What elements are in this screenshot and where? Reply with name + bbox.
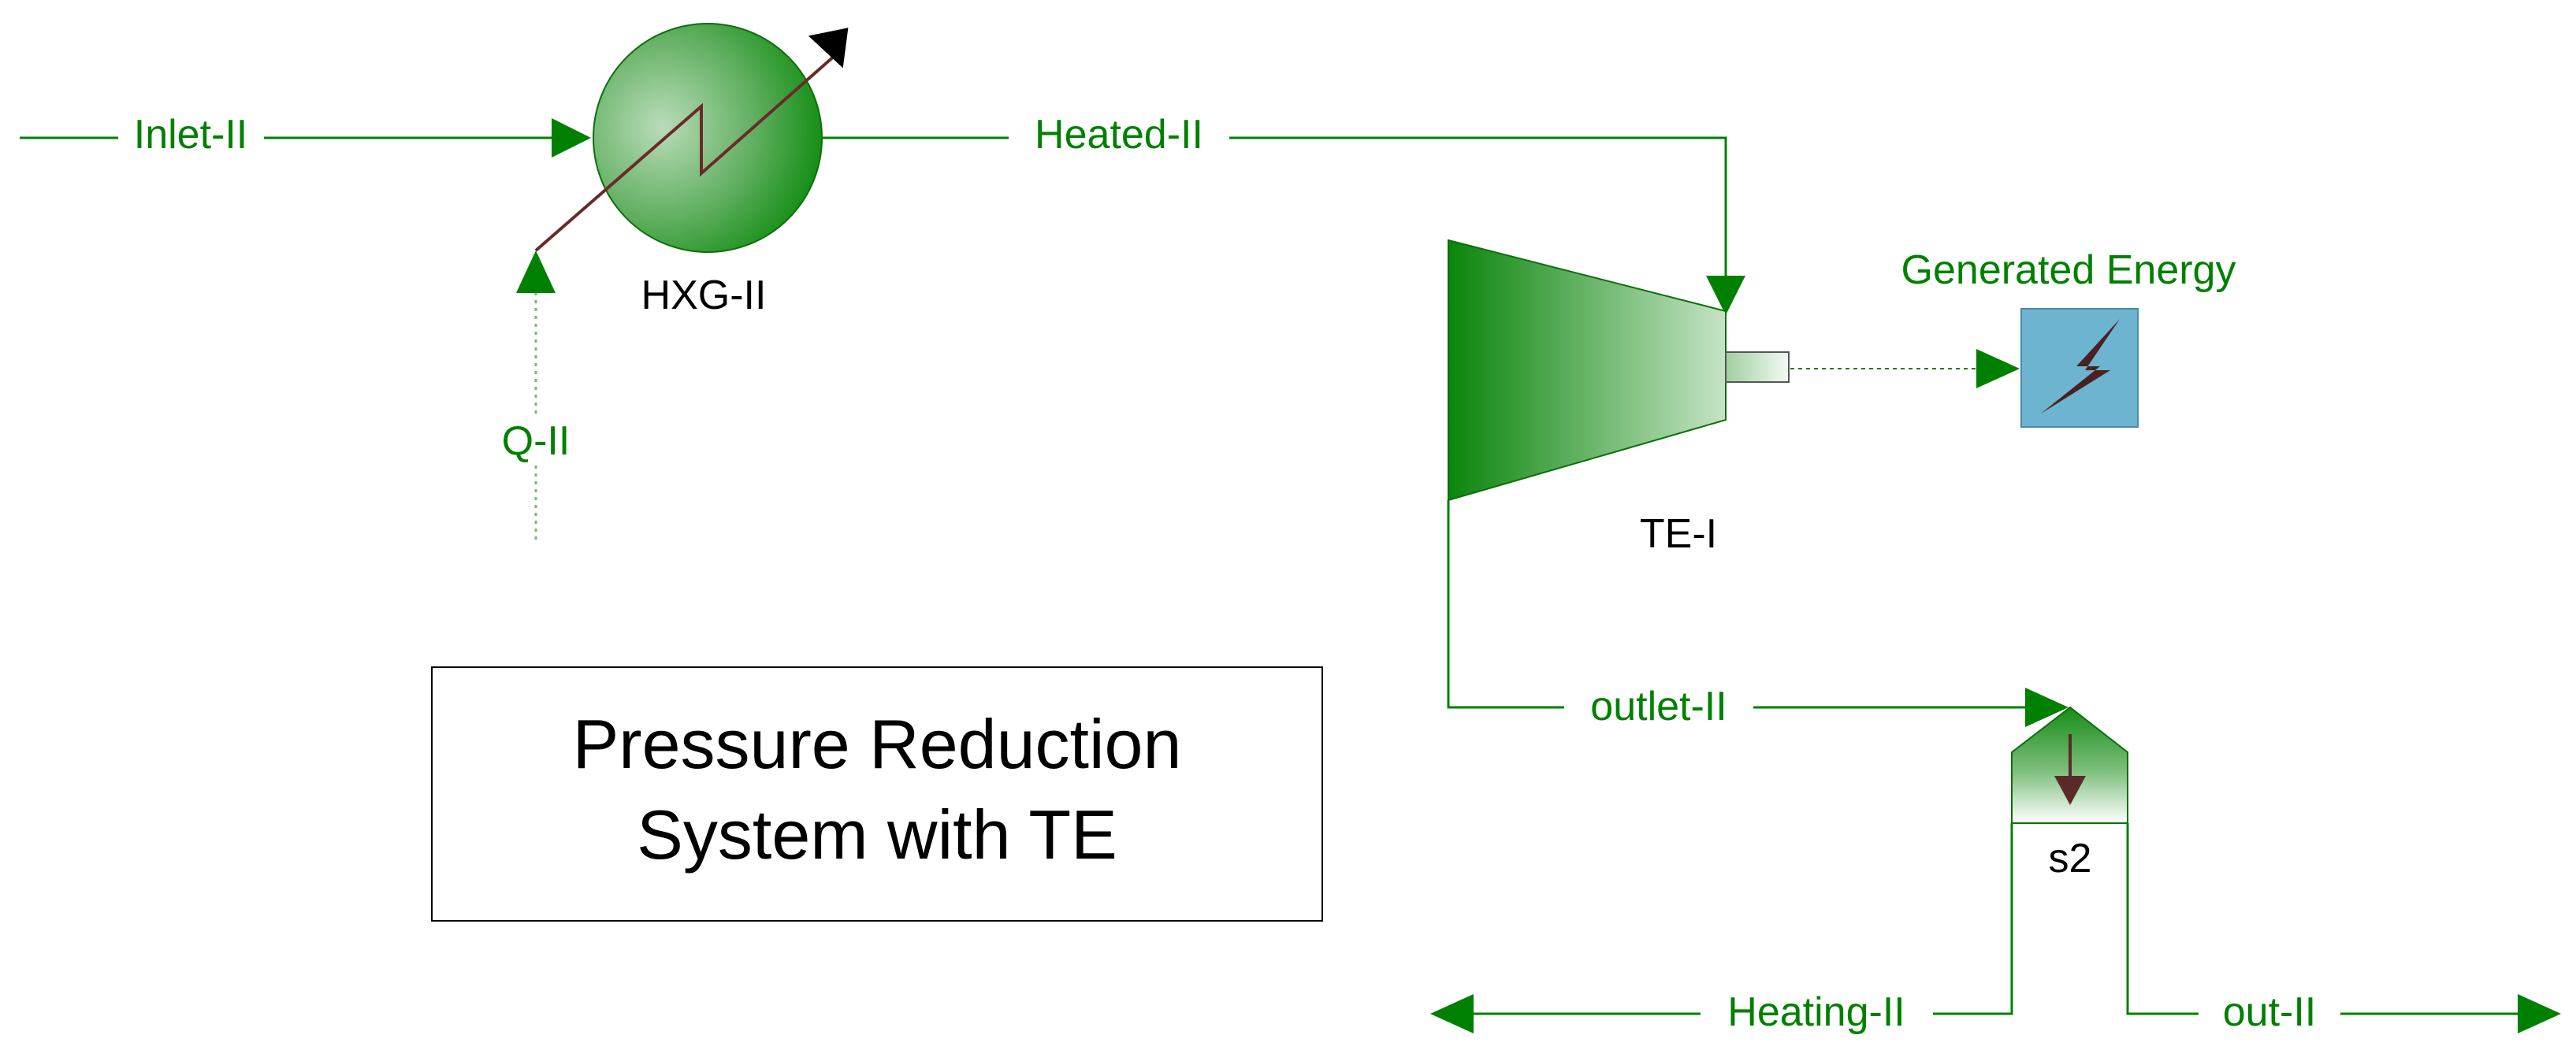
stream-energy-output[interactable] <box>1790 349 2020 388</box>
unit-label-energy: Generated Energy <box>1901 247 2236 293</box>
stream-out[interactable]: out-II <box>2126 823 2561 1035</box>
unit-label-heat-exchanger: HXG-II <box>641 273 767 318</box>
stream-label-inlet: Inlet-II <box>134 112 248 158</box>
splitter[interactable]: s2 <box>2011 706 2128 881</box>
arrow-head-icon <box>1706 276 1745 315</box>
heat-exchanger[interactable]: HXG-II <box>534 12 865 318</box>
stream-label-q: Q-II <box>502 418 571 464</box>
energy-box <box>2020 308 2139 428</box>
turbine-expander[interactable]: TE-I <box>1448 239 1790 557</box>
lightning-bolt-icon <box>2041 319 2120 414</box>
stream-heating[interactable]: Heating-II <box>1430 823 2013 1035</box>
heat-exchanger-arrow-icon <box>808 28 849 69</box>
title-box: Pressure Reduction System with TE <box>431 666 1323 922</box>
turbine-shaft <box>1725 351 1790 383</box>
stream-q[interactable]: Q-II <box>485 250 587 540</box>
stream-label-heating: Heating-II <box>1727 989 1905 1035</box>
arrow-head-icon <box>1976 349 2020 388</box>
turbine-expander-icon <box>1448 239 1727 502</box>
splitter-arrow-icon <box>2054 776 2086 805</box>
arrow-head-icon <box>2518 994 2561 1033</box>
heat-exchanger-icon <box>593 23 823 253</box>
unit-label-turbine: TE-I <box>1640 511 1717 557</box>
unit-label-splitter: s2 <box>2049 836 2092 881</box>
arrow-head-icon <box>2025 688 2069 727</box>
stream-label-outlet: outlet-II <box>1590 684 1727 729</box>
stream-inlet[interactable]: Inlet-II <box>20 110 591 158</box>
stream-outlet[interactable]: outlet-II <box>1447 500 2069 729</box>
generated-energy[interactable]: Generated Energy <box>1901 247 2236 428</box>
heat-exchanger-zigzag <box>534 54 837 252</box>
arrow-head-icon <box>552 118 591 158</box>
title-line-2: System with TE <box>637 796 1117 874</box>
stream-label-heated: Heated-II <box>1035 112 1203 158</box>
arrow-head-icon <box>516 250 556 293</box>
stream-label-out: out-II <box>2223 989 2317 1035</box>
arrow-head-icon <box>1430 994 1474 1033</box>
stream-heated[interactable]: Heated-II <box>822 110 1745 315</box>
title-line-1: Pressure Reduction <box>573 705 1182 783</box>
